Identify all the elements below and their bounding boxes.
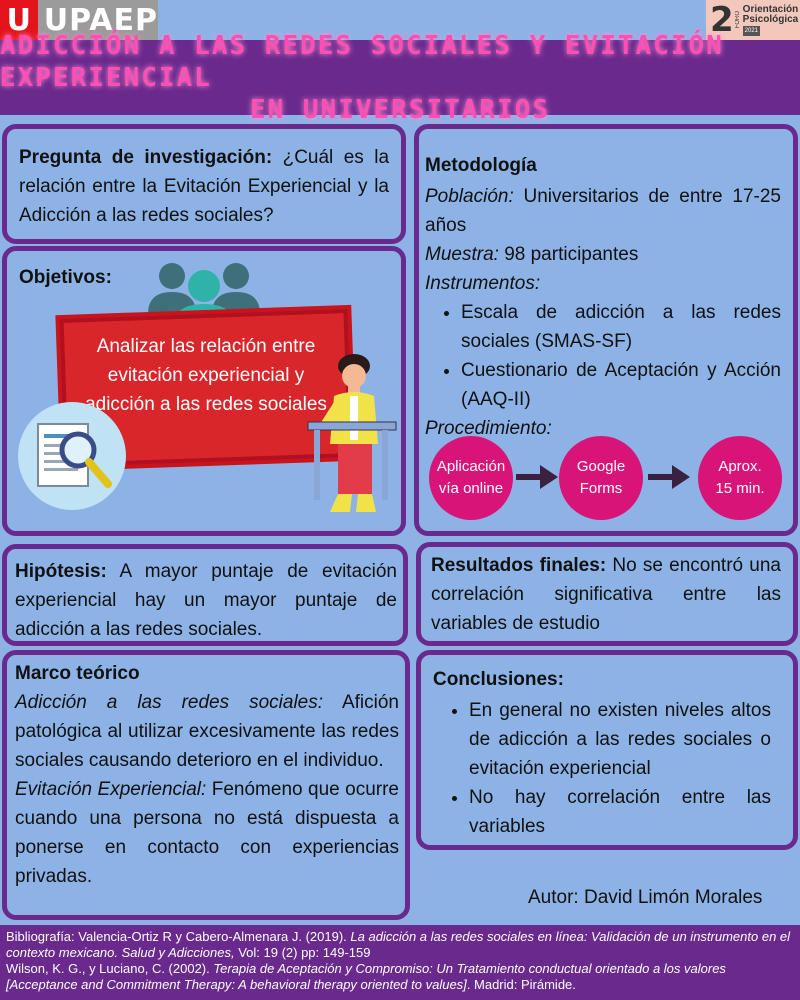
biblio-2-suffix: . Madrid: Pirámide. bbox=[466, 977, 576, 992]
biblio-1-prefix: Bibliografía: Valencia-Ortiz R y Cabero-… bbox=[6, 929, 351, 944]
people-icon bbox=[148, 263, 260, 326]
conclusion-item: No hay correlación entre las variables bbox=[469, 783, 771, 841]
conclusiones-list: En general no existen niveles altos de a… bbox=[433, 696, 771, 841]
step-line: Forms bbox=[579, 480, 623, 497]
foro-line2: Psicológica bbox=[742, 13, 799, 25]
marco-def2: Evitación Experiencial: Fenómeno que ocu… bbox=[15, 775, 399, 891]
poblacion-text: Población: Universitarios de entre 17-25… bbox=[425, 182, 781, 240]
resultados-card: Resultados finales: No se encontró una c… bbox=[416, 542, 798, 646]
instrumentos-list: Escala de adicción a las redes sociales … bbox=[425, 298, 781, 414]
pregunta-card: Pregunta de investigación: ¿Cuál es la r… bbox=[2, 124, 406, 244]
resultados-label: Resultados finales: bbox=[431, 555, 607, 576]
hipotesis-label: Hipótesis: bbox=[15, 561, 107, 582]
conclusiones-title: Conclusiones: bbox=[433, 669, 564, 690]
author: Autor: David Limón Morales bbox=[528, 887, 763, 908]
foro-year: 2021 bbox=[742, 25, 761, 36]
objetivos-label: Objetivos: bbox=[19, 267, 112, 288]
pregunta-label: Pregunta de investigación: bbox=[19, 147, 273, 168]
foro-text: Orientación Psicológica 2021 bbox=[742, 3, 799, 36]
hipotesis-card: Hipótesis: A mayor puntaje de evitación … bbox=[2, 544, 408, 646]
biblio-entry-1: Bibliografía: Valencia-Ortiz R y Cabero-… bbox=[6, 929, 794, 961]
biblio-2-prefix: Wilson, K. G., y Luciano, C. (2002). bbox=[6, 961, 214, 976]
title-banner: ADICCIÓN A LAS REDES SOCIALES Y EVITACIÓ… bbox=[0, 31, 800, 125]
instrumento-item: Cuestionario de Aceptación y Acción (AAQ… bbox=[461, 356, 781, 414]
document-search-icon bbox=[18, 402, 126, 510]
muestra-text: Muestra: 98 participantes bbox=[425, 240, 781, 269]
top-bar: U UPAEP 2 FORO Orientación Psicológica 2… bbox=[0, 0, 800, 40]
upaep-logo: U UPAEP bbox=[0, 0, 158, 40]
resultados-text: Resultados finales: No se encontró una c… bbox=[431, 551, 781, 638]
objetivo-text: Analizar las relación entre evitación ex… bbox=[85, 336, 327, 415]
foro-side-label: FORO bbox=[734, 11, 741, 29]
marco-term1: Adicción a las redes sociales: bbox=[15, 692, 324, 713]
muestra-body: 98 participantes bbox=[498, 244, 639, 265]
step-line: Aplicación bbox=[436, 458, 506, 475]
step-line: Aprox. bbox=[718, 458, 762, 475]
metodologia-title: Metodología bbox=[425, 155, 537, 176]
pregunta-text: Pregunta de investigación: ¿Cuál es la r… bbox=[19, 143, 389, 230]
step-line: vía online bbox=[438, 480, 504, 497]
procedimiento-label: Procedimiento: bbox=[425, 418, 552, 439]
pregunta-body: ¿Cuál es la relación entre la Evitación … bbox=[19, 147, 390, 226]
marco-card: Marco teórico Adicción a las redes socia… bbox=[2, 650, 410, 920]
marco-term2: Evitación Experiencial: bbox=[15, 779, 207, 800]
biblio-1-suffix: Vol: 19 (2) pp: 149-159 bbox=[234, 945, 371, 960]
bibliografia: Bibliografía: Valencia-Ortiz R y Cabero-… bbox=[0, 925, 800, 1000]
arrow-right-icon bbox=[648, 465, 690, 489]
instrumento-item: Escala de adicción a las redes sociales … bbox=[461, 298, 781, 356]
marco-def1-body: Afición patológica al utilizar excesivam… bbox=[15, 692, 399, 771]
marco-def2-body: Fenómeno que ocurre cuando una persona n… bbox=[15, 779, 399, 887]
conclusiones-card: Conclusiones: En general no existen nive… bbox=[416, 650, 798, 850]
marco-title: Marco teórico bbox=[15, 663, 140, 684]
biblio-2-title: Terapia de Aceptación y Compromiso: Un T… bbox=[6, 961, 726, 992]
student-illustration bbox=[307, 354, 397, 512]
hipotesis-text: Hipótesis: A mayor puntaje de evitación … bbox=[15, 557, 397, 644]
marco-def1: Adicción a las redes sociales: Afición p… bbox=[15, 688, 399, 775]
foro-logo: 2 FORO Orientación Psicológica 2021 bbox=[706, 0, 800, 40]
biblio-entry-2: Wilson, K. G., y Luciano, C. (2002). Ter… bbox=[6, 961, 794, 993]
instrumentos-label: Instrumentos: bbox=[425, 273, 541, 294]
foro-number: 2 bbox=[710, 0, 734, 40]
logo-text: UPAEP bbox=[43, 2, 158, 38]
page-title-line2: EN UNIVERSITARIOS bbox=[249, 94, 551, 125]
step-duracion: Aprox. 15 min. bbox=[698, 436, 782, 520]
conclusion-item: En general no existen niveles altos de a… bbox=[469, 696, 771, 783]
biblio-1-title: La adicción a las redes sociales en líne… bbox=[6, 929, 791, 960]
step-aplicacion: Aplicación vía online bbox=[429, 436, 513, 520]
muestra-label: Muestra: bbox=[425, 244, 499, 265]
step-line: 15 min. bbox=[715, 480, 765, 497]
logo-mark: U bbox=[0, 0, 38, 40]
resultados-body: No se encontró una correlación significa… bbox=[431, 555, 781, 634]
poblacion-label: Población: bbox=[425, 186, 514, 207]
page-title-line1: ADICCIÓN A LAS REDES SOCIALES Y EVITACIÓ… bbox=[0, 30, 724, 93]
hipotesis-body: A mayor puntaje de evitación experiencia… bbox=[15, 561, 397, 640]
step-line: Google bbox=[576, 458, 626, 475]
poblacion-body: Universitarios de entre 17-25 años bbox=[425, 186, 781, 236]
foro-line1: Orientación bbox=[742, 3, 799, 15]
arrow-right-icon bbox=[516, 465, 558, 489]
